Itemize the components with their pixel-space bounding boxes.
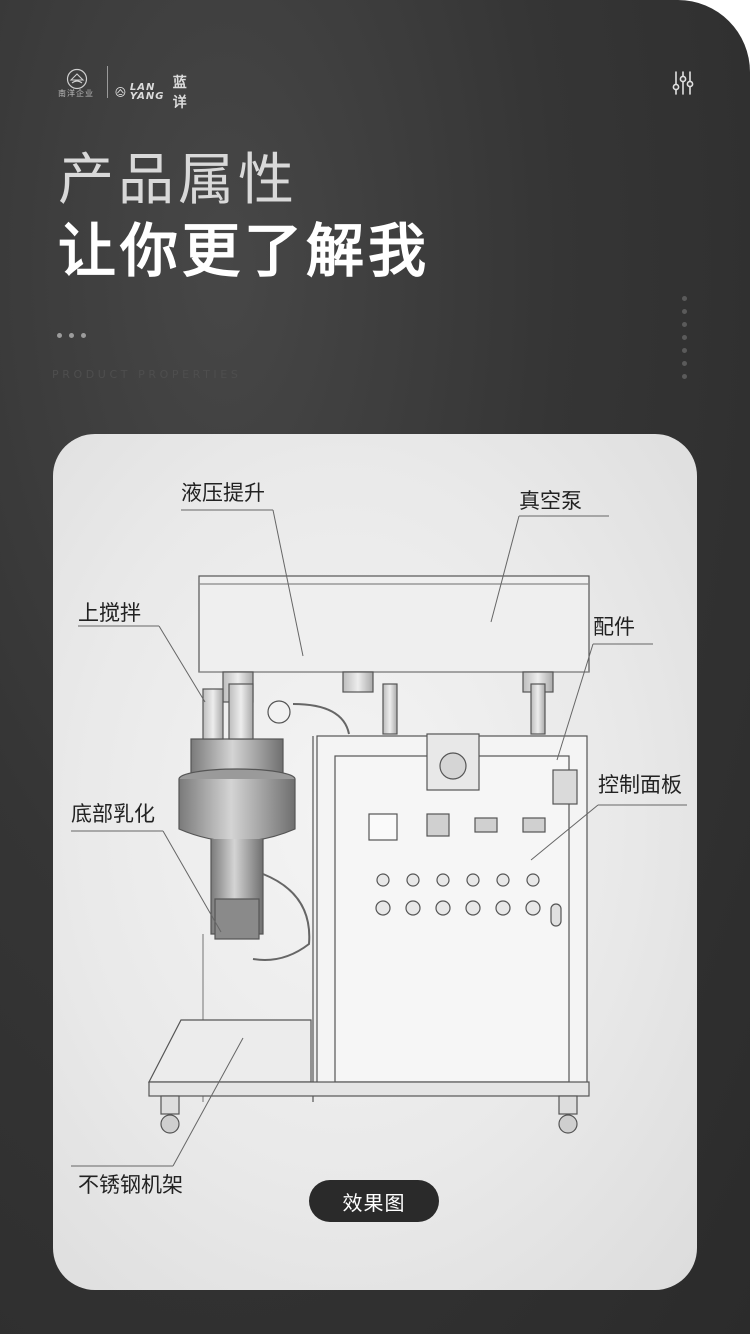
label-steel-frame: 不锈钢机架: [78, 1173, 183, 1197]
company-emblem-icon: [66, 68, 88, 90]
machine-illustration: [71, 509, 687, 1167]
label-vacuum-pump: 真空泵: [519, 489, 582, 513]
brand-logo: LAN YANG 蓝详: [115, 72, 190, 112]
subtitle-english: PRODUCT PROPERTIES: [52, 368, 242, 381]
effect-image-button[interactable]: 效果图: [309, 1180, 439, 1222]
logo-divider: [107, 66, 108, 98]
decorative-dots: [57, 333, 86, 338]
product-card: 液压提升 真空泵 上搅拌 配件 控制面板 底部乳化 不锈钢机架 效果图: [53, 434, 697, 1290]
label-top-stirring: 上搅拌: [78, 601, 141, 625]
sliders-icon[interactable]: [671, 70, 695, 96]
label-accessories: 配件: [593, 615, 635, 639]
label-hydraulic-lift: 液压提升: [181, 481, 265, 505]
decorative-dots-vertical: [682, 296, 687, 379]
brand-mark-icon: [115, 87, 126, 97]
brand-name-en: LAN YANG: [129, 82, 165, 102]
label-bottom-emulsify: 底部乳化: [71, 802, 155, 826]
title-line-1: 产品属性: [58, 148, 298, 213]
title-line-2: 让你更了解我: [58, 217, 431, 285]
brand-name-cn: 蓝详: [172, 75, 187, 111]
logo-small-text: 南洋企业: [58, 89, 94, 98]
label-control-panel: 控制面板: [598, 773, 682, 797]
